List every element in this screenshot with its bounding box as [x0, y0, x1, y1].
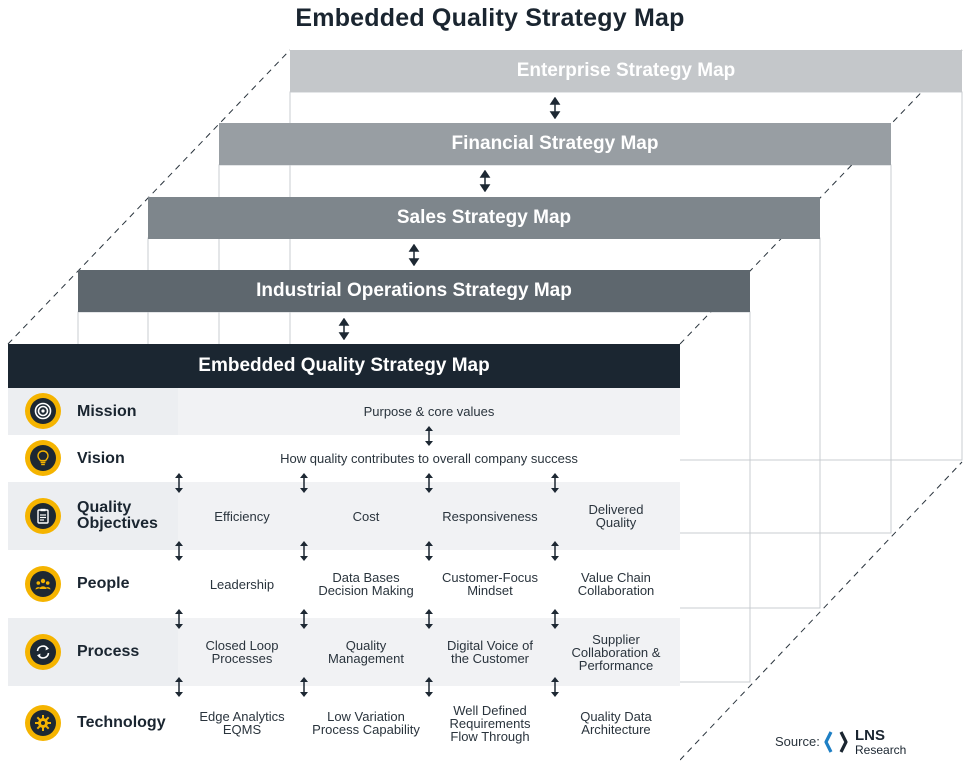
double-arrow-icon	[550, 676, 560, 698]
row-mission: Mission Purpose & core values	[8, 388, 680, 435]
double-arrow-icon	[299, 608, 309, 630]
front-map-header: Embedded Quality Strategy Map	[8, 344, 680, 388]
double-arrow-icon	[174, 540, 184, 562]
cell-well-defined-requirements: Well Defined Requirements Flow Through	[449, 702, 531, 744]
cell-vision-statement: How quality contributes to overall compa…	[280, 451, 578, 466]
double-arrow-icon	[424, 425, 434, 447]
logo-wordmark: LNS	[855, 727, 885, 744]
double-arrow-icon	[174, 676, 184, 698]
layer-enterprise-strategy-map: Enterprise Strategy Map	[290, 50, 962, 92]
double-arrow-icon	[479, 170, 491, 192]
arrows-process-to-technology	[174, 676, 560, 698]
page-title: Embedded Quality Strategy Map	[295, 4, 685, 32]
front-map-header-label: Embedded Quality Strategy Map	[198, 355, 490, 376]
double-arrow-icon	[299, 472, 309, 494]
front-strategy-map: Embedded Quality Strategy Map Mission Pu…	[8, 344, 680, 760]
double-arrow-icon	[424, 608, 434, 630]
cell-low-variation-process-capability: Low Variation Process Capability	[312, 709, 420, 737]
cell-data-bases-decision-making: Data Bases Decision Making	[318, 570, 414, 598]
double-arrow-icon	[174, 608, 184, 630]
double-arrow-icon	[174, 472, 184, 494]
cell-responsiveness: Responsiveness	[442, 508, 538, 524]
row-technology: Technology Edge Analytics EQMS Low Varia…	[8, 686, 680, 760]
row-label-process: Process	[77, 643, 140, 660]
arrows-vision-to-objectives	[174, 472, 560, 494]
cell-efficiency: Efficiency	[214, 508, 270, 524]
cell-supplier-collaboration: Supplier Collaboration & Performance	[571, 631, 661, 673]
row-quality-objectives: Quality Objectives Efficiency Cost Respo…	[8, 482, 680, 550]
lightbulb-icon	[25, 440, 61, 476]
double-arrow-icon	[550, 472, 560, 494]
double-arrow-icon	[424, 472, 434, 494]
cell-customer-focus-mindset: Customer-Focus Mindset	[441, 570, 539, 598]
target-icon	[25, 393, 61, 429]
logo-subtitle: Research	[855, 743, 907, 757]
layer-industrial-operations-strategy-map: Industrial Operations Strategy Map	[78, 270, 750, 312]
cell-mission-purpose: Purpose & core values	[363, 404, 495, 419]
source-label: Source:	[775, 734, 820, 749]
cell-delivered-quality: Delivered Quality	[588, 502, 644, 530]
row-label-vision: Vision	[77, 450, 125, 467]
cell-cost: Cost	[352, 508, 380, 524]
cell-leadership: Leadership	[209, 576, 275, 592]
lns-logo-icon	[824, 731, 848, 753]
double-arrow-icon	[550, 608, 560, 630]
layer-sales-strategy-map: Sales Strategy Map	[148, 197, 820, 239]
layer-label: Enterprise Strategy Map	[516, 60, 736, 81]
cell-digital-voice-of-customer: Digital Voice of the Customer	[447, 638, 533, 666]
row-label-people: People	[77, 575, 130, 592]
people-icon	[25, 566, 61, 602]
double-arrow-icon	[424, 676, 434, 698]
arrows-people-to-process	[174, 608, 560, 630]
layer-label: Industrial Operations Strategy Map	[256, 280, 572, 301]
double-arrow-icon	[338, 318, 350, 340]
cell-quality-data-architecture: Quality Data Architecture	[580, 709, 652, 737]
double-arrow-icon	[550, 540, 560, 562]
cell-closed-loop-processes: Closed Loop Processes	[205, 638, 279, 666]
cell-edge-analytics-eqms: Edge Analytics EQMS	[199, 709, 285, 737]
row-process: Process Closed Loop Processes Quality Ma…	[8, 618, 680, 686]
double-arrow-icon	[299, 676, 309, 698]
cell-value-chain-collaboration: Value Chain Collaboration	[577, 570, 655, 598]
cell-quality-management: Quality Management	[328, 638, 404, 666]
row-vision: Vision How quality contributes to overal…	[8, 435, 680, 482]
clipboard-icon	[25, 498, 61, 534]
row-label-technology: Technology	[77, 714, 166, 731]
layer-financial-strategy-map: Financial Strategy Map	[219, 123, 891, 165]
double-arrow-icon	[424, 540, 434, 562]
double-arrow-icon	[408, 244, 420, 266]
row-label-quality-objectives: Quality Objectives	[77, 499, 158, 532]
arrows-objectives-to-people	[174, 540, 560, 562]
row-people: People Leadership Data Bases Decision Ma…	[8, 550, 680, 618]
double-arrow-icon	[299, 540, 309, 562]
cycle-arrows-icon	[25, 634, 61, 670]
double-arrow-icon	[549, 97, 561, 119]
layer-label: Financial Strategy Map	[451, 133, 659, 154]
row-label-mission: Mission	[77, 403, 137, 420]
layer-label: Sales Strategy Map	[396, 207, 572, 228]
gear-icon	[25, 705, 61, 741]
